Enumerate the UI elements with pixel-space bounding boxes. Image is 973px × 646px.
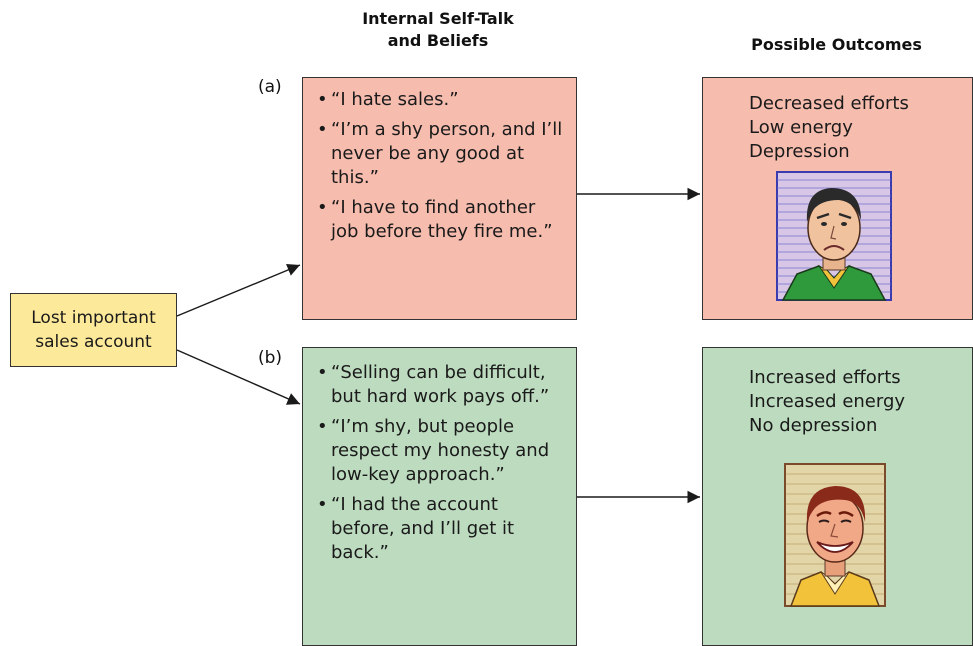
belief-item: “Selling can be difficult, but hard work… — [315, 361, 566, 409]
start-line2: sales account — [35, 332, 152, 352]
beliefs-box-b: “Selling can be difficult, but hard work… — [302, 347, 577, 646]
beliefs-header-line1: Internal Self-Talk — [362, 9, 514, 28]
belief-item: “I had the account before, and I’ll get … — [315, 493, 566, 565]
arrow-start-to-b — [176, 349, 301, 405]
start-box: Lost important sales account — [10, 293, 177, 367]
outcome-box-a: Decreased efforts Low energy Depression — [702, 77, 973, 320]
outcome-item: Increased efforts — [749, 367, 901, 388]
outcome-item: Increased energy — [749, 391, 906, 412]
sad-man-icon — [776, 171, 892, 301]
belief-item: “I’m shy, but people respect my honesty … — [315, 415, 566, 487]
belief-item: “I’m a shy person, and I’ll never be any… — [315, 118, 566, 190]
beliefs-column-header: Internal Self-Talk and Beliefs — [300, 8, 576, 52]
belief-item: “I hate sales.” — [315, 88, 566, 112]
outcome-item: Depression — [749, 141, 850, 162]
outcomes-column-header: Possible Outcomes — [751, 35, 922, 54]
beliefs-list-b: “Selling can be difficult, but hard work… — [315, 361, 566, 571]
outcome-item: Low energy — [749, 117, 853, 138]
beliefs-header-line2: and Beliefs — [387, 31, 489, 50]
outcome-list-a: Decreased efforts Low energy Depression — [749, 92, 909, 164]
outcome-item: Decreased efforts — [749, 93, 909, 114]
outcome-list-b: Increased efforts Increased energy No de… — [749, 366, 905, 438]
outcome-box-b: Increased efforts Increased energy No de… — [702, 347, 973, 646]
branch-b-label: (b) — [258, 348, 283, 368]
beliefs-box-a: “I hate sales.” “I’m a shy person, and I… — [302, 77, 577, 320]
branch-a-label: (a) — [258, 77, 282, 97]
outcome-item: No depression — [749, 415, 878, 436]
start-line1: Lost important — [31, 308, 156, 328]
belief-item: “I have to find another job before they … — [315, 196, 566, 244]
happy-man-icon — [784, 463, 886, 607]
arrow-start-to-a — [176, 264, 301, 317]
beliefs-list-a: “I hate sales.” “I’m a shy person, and I… — [315, 88, 566, 250]
